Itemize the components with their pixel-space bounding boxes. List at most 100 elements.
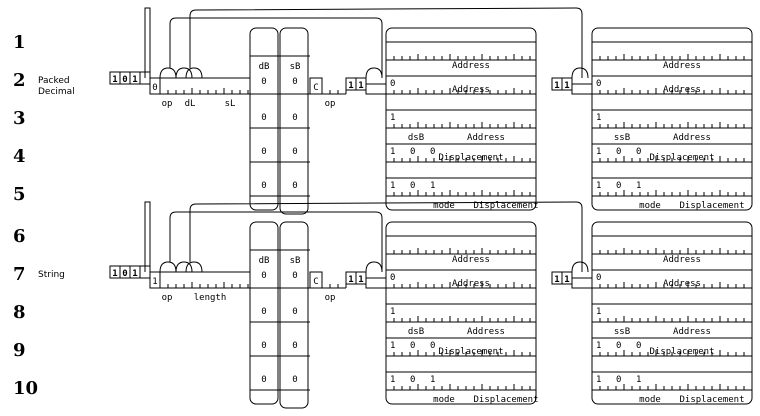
mode-label: mode (433, 201, 455, 211)
instruction-name: String (38, 270, 65, 280)
connector-arrows (144, 7, 589, 79)
field-bracket (365, 67, 383, 79)
row-number: 5 (13, 184, 26, 205)
opcode-bit: 1 (132, 75, 137, 85)
link-line-to-block-b (189, 201, 583, 272)
base-zero: 0 (261, 181, 266, 191)
row-number: 2 (13, 70, 26, 91)
C-label: C (313, 277, 318, 287)
field-label-op2: op (325, 99, 336, 109)
block-bit: 1 (390, 113, 395, 123)
prefix-empty-cell (365, 277, 387, 289)
block-bit: 0 (430, 147, 435, 157)
prefix-bit: 1 (554, 275, 559, 285)
mode-label: mode (639, 395, 661, 405)
block-row-register (591, 122, 753, 129)
block-bit: 0 (410, 341, 415, 351)
mode-label: mode (433, 395, 455, 405)
field-bracket (185, 261, 203, 273)
link-line-to-block-b (189, 7, 583, 78)
block-bit: 0 (616, 341, 621, 351)
link-line-to-block-a (169, 211, 383, 272)
block-bit: 1 (430, 181, 435, 191)
block-bit: 0 (616, 181, 621, 191)
address-block-outline (591, 221, 753, 405)
block-row-register (385, 156, 536, 163)
field-label-dL: dL (185, 99, 196, 109)
block-row-register (385, 384, 536, 391)
block-row-register (591, 316, 753, 323)
base-register-column-dB (249, 221, 279, 405)
block-row-register (385, 190, 536, 197)
lead-bit: 0 (152, 83, 157, 93)
row-number: 4 (13, 146, 26, 167)
prefix-bit: 1 (554, 81, 559, 91)
block-bit: 1 (596, 113, 601, 123)
block-bit: 1 (390, 307, 395, 317)
prefix-bit: 1 (358, 81, 363, 91)
base-register-column-dB (249, 27, 279, 211)
block-bit: 1 (636, 375, 641, 385)
field-bracket (365, 261, 383, 273)
row-number: 1 (13, 32, 26, 53)
field-label-op: op (162, 99, 173, 109)
block-row-register (591, 248, 753, 255)
mode-label: mode (639, 201, 661, 211)
link-line (144, 201, 151, 272)
row-right-label: Address (663, 61, 701, 71)
prefix-bit: 1 (348, 81, 353, 91)
base-register-column-sB (279, 221, 309, 409)
opcode-bit: 0 (122, 75, 127, 85)
link-line-to-block-a (169, 17, 383, 78)
block-bit: 0 (390, 273, 395, 283)
field-bracket (159, 261, 177, 273)
row-right-label: Address (673, 133, 711, 143)
block-bit: 0 (410, 147, 415, 157)
base-zero: 0 (292, 77, 297, 87)
address-block-outline (385, 27, 537, 211)
first-word-register (159, 282, 250, 289)
opcode-bit: 1 (112, 269, 117, 279)
block-bit: 1 (430, 375, 435, 385)
prefix-empty-cell (365, 83, 387, 95)
base-register-column-sB (279, 27, 309, 215)
base-zero: 0 (261, 77, 266, 87)
row-number: 3 (13, 108, 26, 129)
block-row-register (591, 350, 753, 357)
base-zero: 0 (292, 113, 297, 123)
connector-arrows (144, 201, 589, 273)
block-row-register (385, 54, 536, 61)
block-row-register (591, 156, 753, 163)
field-label-sL: sL (225, 99, 236, 109)
base-label-dB: dB (259, 256, 270, 266)
row-right-label: Displacement (649, 153, 714, 163)
field-bracket (571, 67, 589, 79)
field-base-label: ssB (614, 133, 630, 143)
instruction-name: Packed (38, 76, 70, 86)
base-zero: 0 (292, 271, 297, 281)
base-zero: 0 (292, 307, 297, 317)
row-right-label: Address (467, 133, 505, 143)
block-bit: 1 (596, 181, 601, 191)
base-zero: 0 (261, 307, 266, 317)
block-bit: 1 (390, 147, 395, 157)
block-bit: 1 (390, 341, 395, 351)
prefix-bit: 1 (358, 275, 363, 285)
block-row-register (385, 248, 536, 255)
link-line (144, 7, 151, 78)
block-row-register (591, 190, 753, 197)
field-bracket (175, 261, 193, 273)
row-right-label: Address (452, 255, 490, 265)
row-number: 8 (13, 302, 26, 323)
prefix-bit: 1 (564, 275, 569, 285)
lead-bit: 1 (152, 277, 157, 287)
row-number: 6 (13, 226, 26, 247)
field-label-op2: op (325, 293, 336, 303)
C-cell (309, 271, 323, 289)
block-row-register (385, 282, 536, 289)
